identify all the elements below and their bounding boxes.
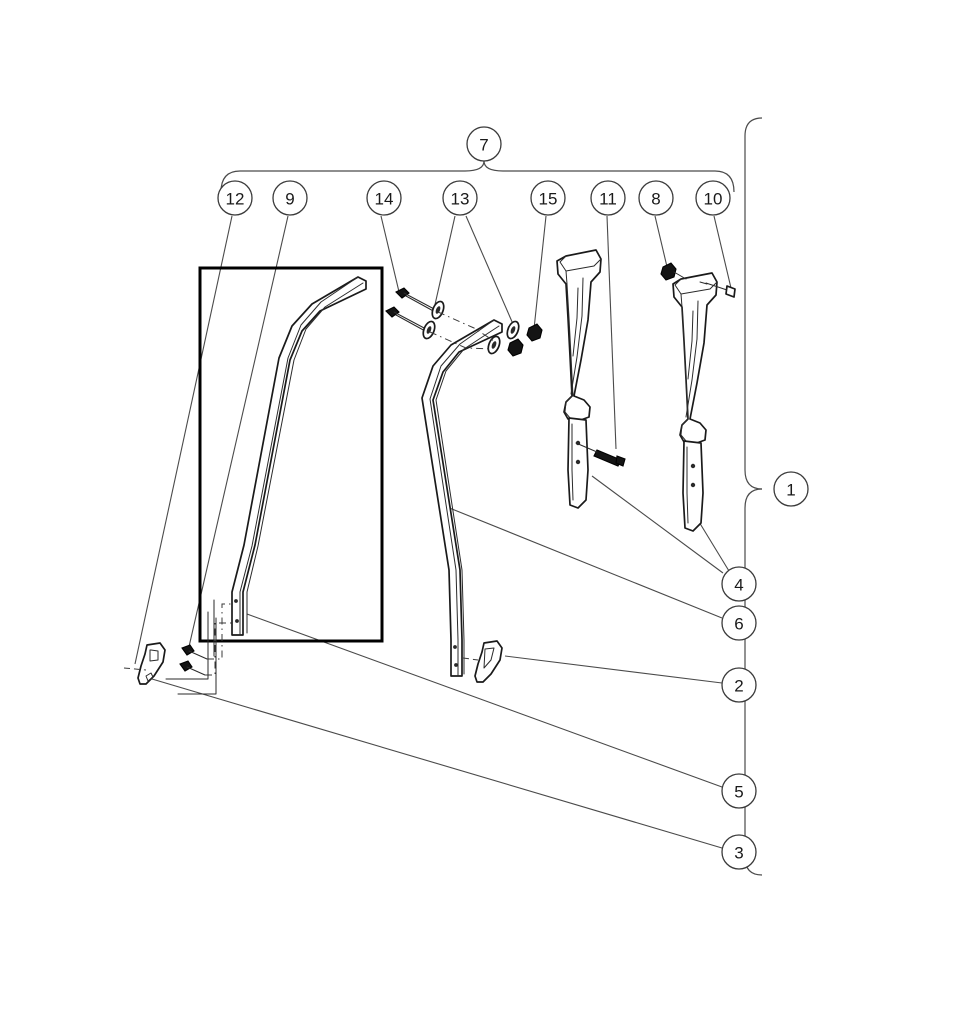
callout-15-circle[interactable] bbox=[530, 180, 566, 216]
leader-15 bbox=[533, 215, 547, 330]
callout-6-label: 6 bbox=[734, 615, 743, 634]
nut-1 bbox=[526, 323, 543, 342]
callout-7[interactable]: 7 bbox=[466, 126, 502, 162]
bolt-lower-grip bbox=[575, 442, 626, 467]
asm-guide-2 bbox=[177, 617, 217, 695]
washer-2 bbox=[422, 320, 436, 340]
asm-guide-1 bbox=[165, 611, 209, 680]
callout-2[interactable]: 2 bbox=[721, 667, 757, 703]
callout-1-label: 1 bbox=[786, 481, 795, 500]
callout-15[interactable]: 15 bbox=[530, 180, 566, 216]
asm-bolt14-washer bbox=[437, 311, 495, 342]
callout-13-circle[interactable] bbox=[442, 180, 478, 216]
bolt-cap-1 bbox=[181, 644, 208, 660]
callout-9[interactable]: 9 bbox=[272, 180, 308, 216]
callout-13[interactable]: 13 bbox=[442, 180, 478, 216]
callout-group: 7 12 9 14 13 15 bbox=[217, 126, 809, 870]
bolt-cap-2 bbox=[179, 660, 206, 676]
callout-11[interactable]: 11 bbox=[590, 180, 626, 216]
bolt-upper-right bbox=[699, 281, 736, 298]
handle-grip-right bbox=[672, 272, 718, 532]
end-cap-left bbox=[137, 642, 166, 685]
leader-14 bbox=[380, 215, 401, 297]
callout-9-circle[interactable] bbox=[272, 180, 308, 216]
bracket-group-7 bbox=[220, 160, 485, 193]
washer-4 bbox=[487, 335, 501, 355]
callout-1[interactable]: 1 bbox=[773, 471, 809, 507]
leader-line-group bbox=[134, 215, 732, 849]
bracket-main-1 bbox=[744, 117, 763, 490]
leader-2 bbox=[504, 655, 723, 684]
asm-bolt-tube-1 bbox=[207, 603, 233, 660]
asm-capleft bbox=[123, 667, 147, 671]
callout-1-circle[interactable] bbox=[773, 471, 809, 507]
callout-2-label: 2 bbox=[734, 677, 743, 696]
callout-5-circle[interactable] bbox=[721, 773, 757, 809]
callout-8-label: 8 bbox=[651, 190, 660, 209]
leader-5 bbox=[246, 613, 723, 788]
leader-6 bbox=[446, 506, 723, 619]
assembly-path-group bbox=[123, 311, 495, 695]
callout-5[interactable]: 5 bbox=[721, 773, 757, 809]
callout-11-label: 11 bbox=[599, 190, 617, 209]
callout-8[interactable]: 8 bbox=[638, 180, 674, 216]
callout-5-label: 5 bbox=[734, 783, 743, 802]
callout-12-label: 12 bbox=[226, 190, 245, 209]
callout-7-circle[interactable] bbox=[466, 126, 502, 162]
callout-4[interactable]: 4 bbox=[721, 566, 757, 602]
bolt-long-2 bbox=[385, 306, 428, 333]
callout-12-circle[interactable] bbox=[217, 180, 253, 216]
highlight-box-left-tube bbox=[198, 266, 384, 643]
handle-grip-left bbox=[556, 249, 602, 509]
left-handlebar-tube bbox=[231, 276, 367, 636]
callout-15-label: 15 bbox=[539, 190, 558, 209]
callout-3-circle[interactable] bbox=[721, 834, 757, 870]
bracket-group-7-right bbox=[483, 160, 735, 193]
leader-13a bbox=[433, 215, 456, 310]
asm-bolt-tube-2 bbox=[205, 622, 233, 676]
callout-3-label: 3 bbox=[734, 844, 743, 863]
leader-8 bbox=[654, 215, 669, 272]
nut-upper-right bbox=[660, 262, 687, 281]
callout-10-label: 10 bbox=[704, 190, 723, 209]
callout-2-circle[interactable] bbox=[721, 667, 757, 703]
callout-6[interactable]: 6 bbox=[721, 605, 757, 641]
end-cap-right bbox=[474, 640, 503, 683]
callout-11-circle[interactable] bbox=[590, 180, 626, 216]
callout-10-circle[interactable] bbox=[695, 180, 731, 216]
callout-8-circle[interactable] bbox=[638, 180, 674, 216]
right-handlebar-tube bbox=[421, 319, 503, 677]
callout-13-label: 13 bbox=[451, 190, 470, 209]
asm-bolt14b-washer bbox=[429, 331, 493, 350]
leader-3 bbox=[151, 678, 723, 849]
bolt-long-1 bbox=[395, 287, 438, 314]
callout-14-label: 14 bbox=[375, 190, 394, 209]
callout-6-circle[interactable] bbox=[721, 605, 757, 641]
leader-10 bbox=[713, 215, 732, 289]
callout-7-label: 7 bbox=[479, 136, 488, 155]
callout-10[interactable]: 10 bbox=[695, 180, 731, 216]
callout-4-label: 4 bbox=[734, 576, 743, 595]
leader-11 bbox=[606, 215, 617, 450]
leader-4a bbox=[591, 475, 724, 574]
washer-3 bbox=[506, 320, 520, 340]
callout-12[interactable]: 12 bbox=[217, 180, 253, 216]
leader-12 bbox=[134, 215, 233, 665]
bracket-group bbox=[220, 117, 763, 876]
callout-9-label: 9 bbox=[285, 190, 294, 209]
leader-13b bbox=[465, 215, 514, 325]
callout-14[interactable]: 14 bbox=[366, 180, 402, 216]
washer-1 bbox=[431, 300, 445, 320]
asm-capright bbox=[462, 657, 479, 661]
callout-14-circle[interactable] bbox=[366, 180, 402, 216]
leader-9 bbox=[187, 215, 289, 652]
callout-4-circle[interactable] bbox=[721, 566, 757, 602]
nut-2 bbox=[507, 338, 524, 357]
callout-3[interactable]: 3 bbox=[721, 834, 757, 870]
